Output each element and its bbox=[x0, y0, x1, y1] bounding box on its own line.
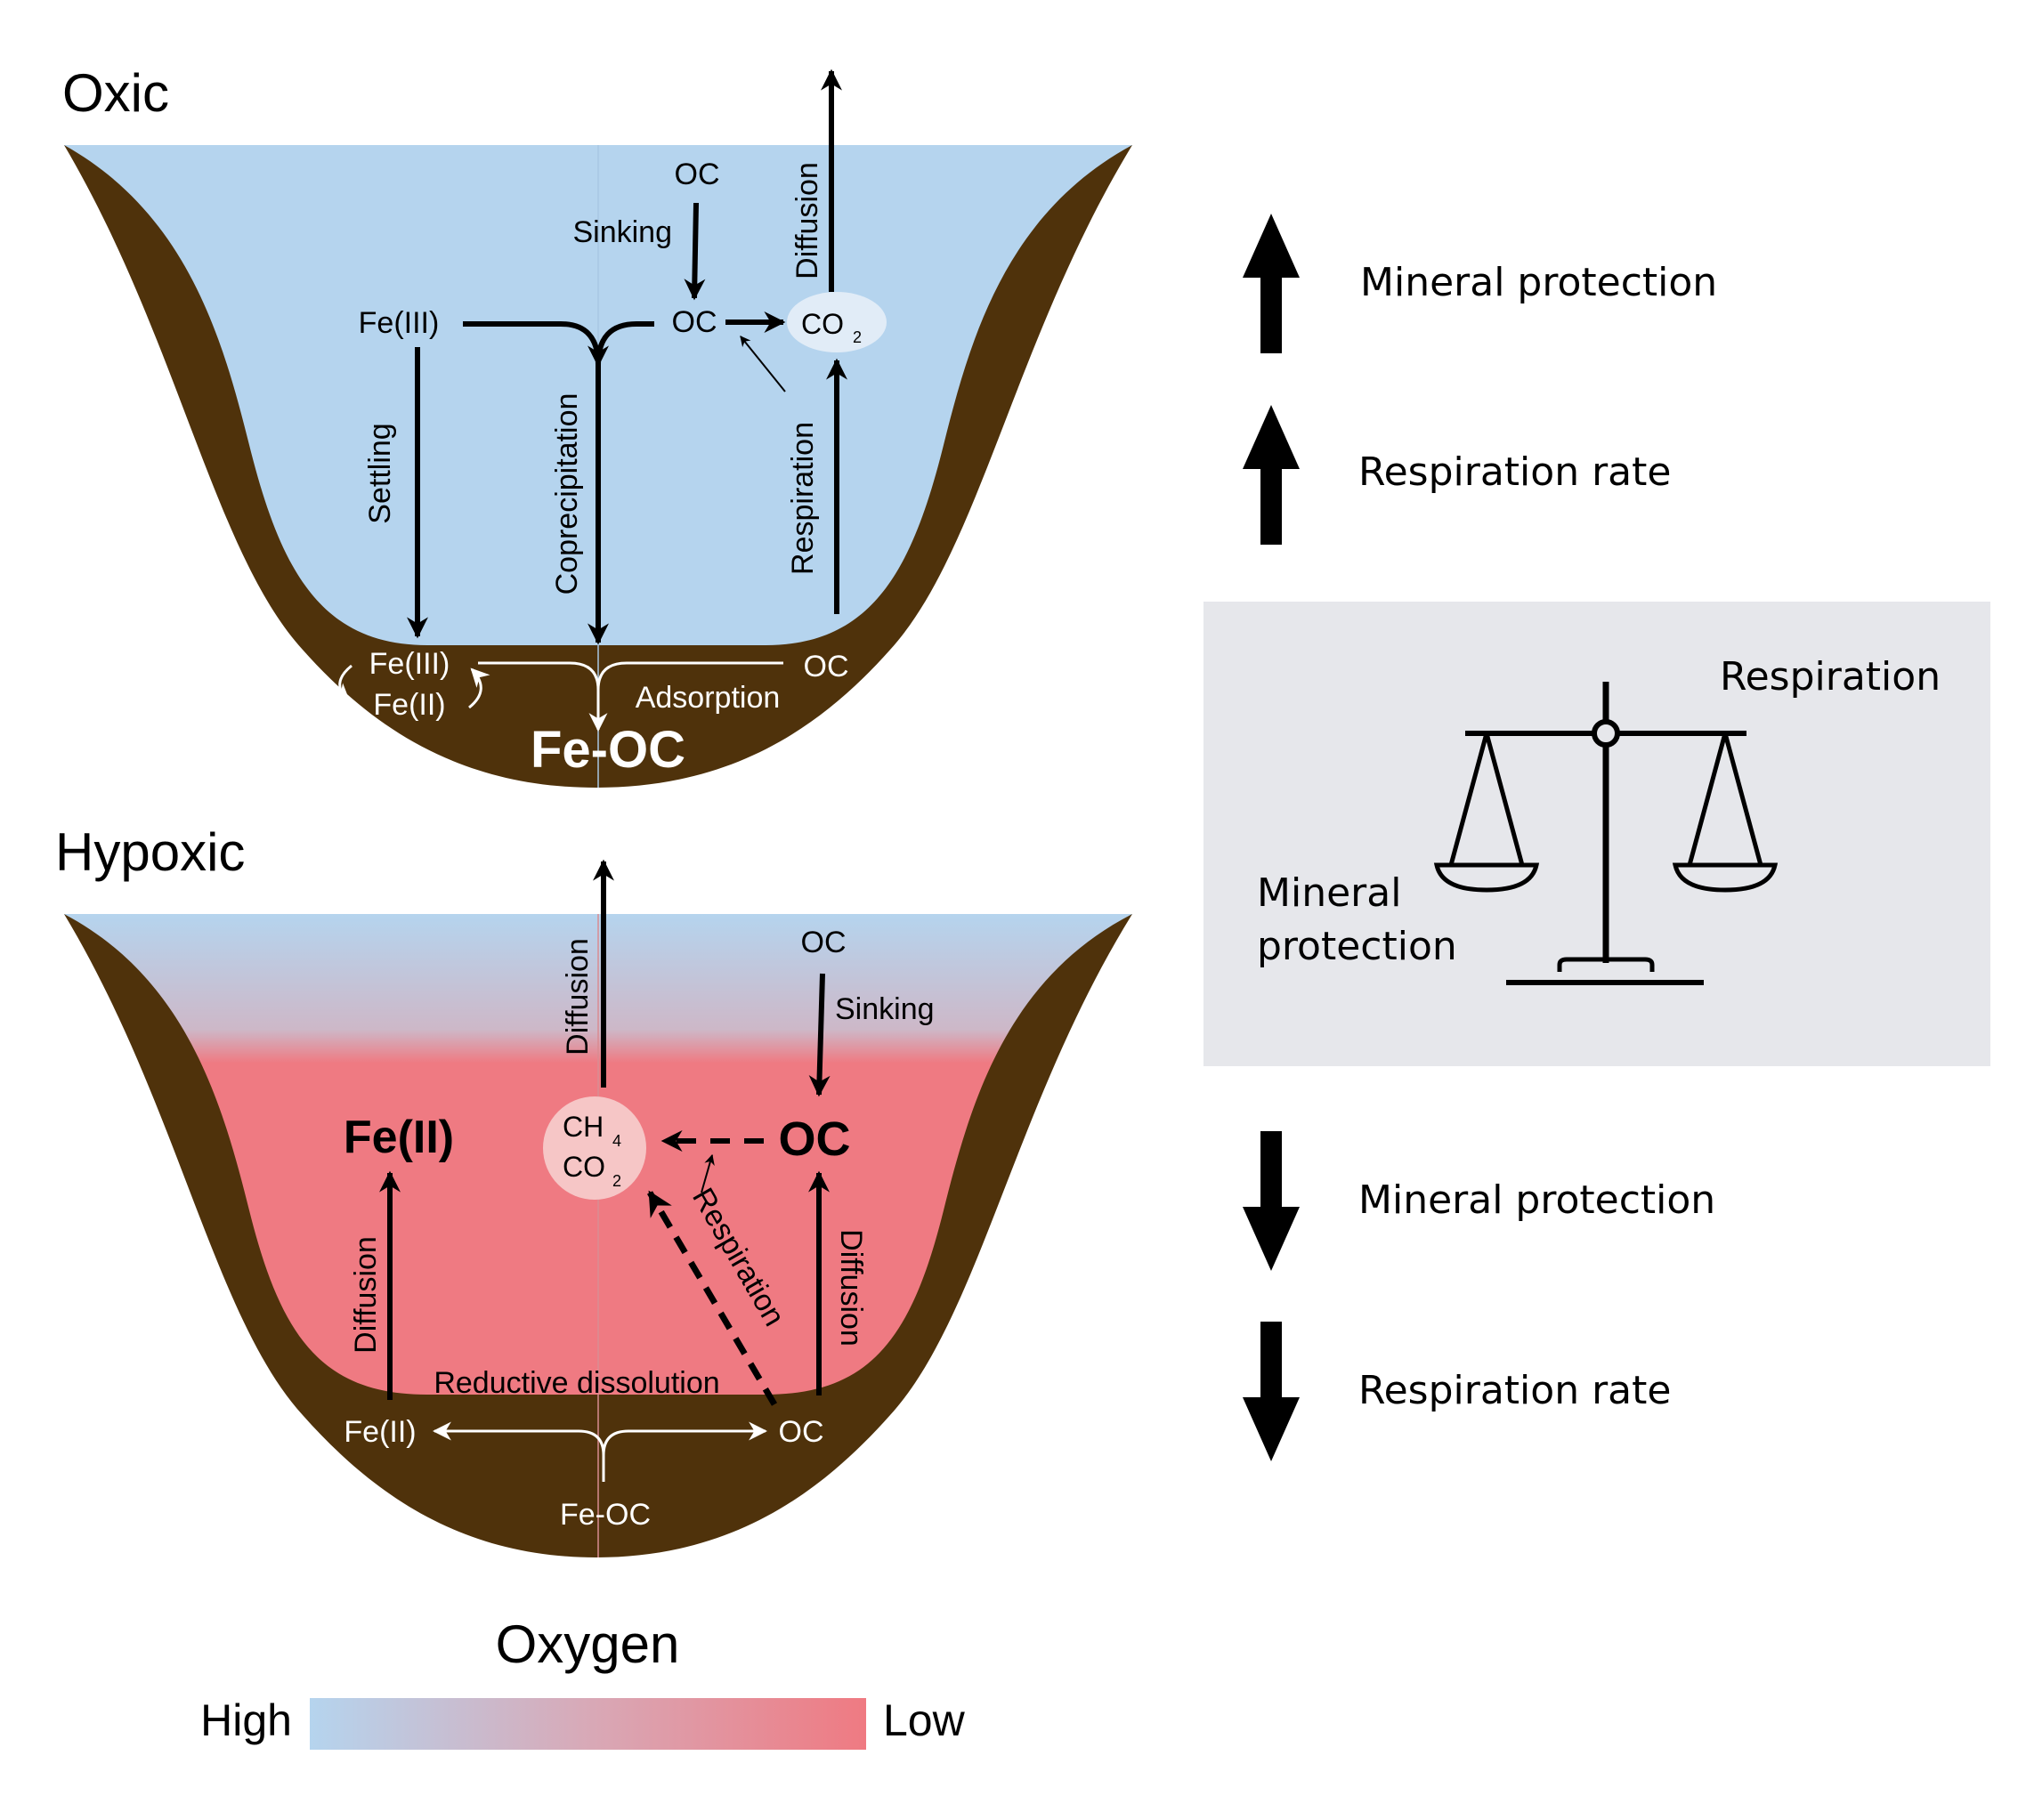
right-item-4: Respiration rate bbox=[1358, 1368, 1671, 1413]
hypoxic-oc-bottom: OC bbox=[779, 1415, 824, 1449]
hypoxic-feii-bottom: Fe(II) bbox=[344, 1415, 416, 1449]
oxic-thin-arrow bbox=[740, 336, 786, 392]
hypoxic-title: Hypoxic bbox=[55, 822, 245, 882]
oxic-fe-cycle-right bbox=[468, 667, 490, 709]
oxic-sinking-label: Sinking bbox=[572, 215, 672, 249]
hypoxic-ch4-co2-bubble bbox=[543, 1096, 646, 1200]
oxic-feii-bottom: Fe(II) bbox=[373, 688, 445, 722]
legend-gradient-bar bbox=[310, 1698, 866, 1750]
hypoxic-sinking-label: Sinking bbox=[835, 992, 935, 1026]
hypoxic-co2-sub: 2 bbox=[612, 1172, 621, 1190]
oxic-sinking-arrow bbox=[684, 202, 706, 301]
hypoxic-feoc: Fe-OC bbox=[560, 1498, 651, 1532]
oxic-coprecipitation-merge bbox=[463, 321, 654, 643]
oxygen-legend: Oxygen High Low bbox=[200, 1614, 966, 1750]
oxic-feiii-top: Fe(III) bbox=[359, 306, 440, 340]
mineral-protection-down-arrow bbox=[1243, 1131, 1300, 1271]
right-item-2: Respiration rate bbox=[1358, 449, 1671, 495]
right-item-3: Mineral protection bbox=[1358, 1177, 1715, 1223]
hypoxic-branch-lines-right bbox=[602, 1421, 768, 1456]
balance-box bbox=[1203, 602, 1990, 1066]
hypoxic-feii-big: Fe(II) bbox=[344, 1112, 454, 1163]
hypoxic-respiration-arrow bbox=[646, 1190, 778, 1406]
oxic-oc-top: OC bbox=[675, 158, 720, 191]
hypoxic-thin-arrow bbox=[701, 1153, 715, 1193]
balance-scale-icon bbox=[1433, 682, 1779, 985]
oxic-adsorption-merge bbox=[478, 661, 783, 730]
right-panel: Mineral protection Respiration rate Resp… bbox=[1203, 214, 1990, 1461]
oxic-coprecipitation-label: Coprecipitation bbox=[550, 393, 584, 595]
hypoxic-reductive-label: Reductive dissolution bbox=[434, 1366, 719, 1400]
hypoxic-co2: CO bbox=[563, 1151, 605, 1183]
hypoxic-panel: Hypoxic Diffusion OC Sinking Fe(II) CH 4… bbox=[55, 822, 1132, 1557]
balance-mineral-label-2: protection bbox=[1257, 924, 1457, 969]
hypoxic-diffusion-right-label: Diffusion bbox=[834, 1229, 868, 1347]
oxic-feiii-bottom: Fe(III) bbox=[369, 647, 450, 681]
mineral-protection-up-arrow bbox=[1243, 214, 1300, 353]
legend-high: High bbox=[200, 1695, 292, 1745]
respiration-rate-down-arrow bbox=[1243, 1322, 1300, 1461]
oxic-co2-sub: 2 bbox=[853, 328, 862, 346]
hypoxic-oc-top: OC bbox=[801, 926, 847, 959]
hypoxic-oc-big: OC bbox=[779, 1112, 851, 1166]
hypoxic-diffusion-left-label: Diffusion bbox=[349, 1236, 383, 1354]
balance-respiration-label: Respiration bbox=[1720, 654, 1941, 700]
oxic-title: Oxic bbox=[62, 63, 169, 123]
hypoxic-ch4: CH bbox=[563, 1111, 604, 1143]
right-item-1: Mineral protection bbox=[1360, 260, 1717, 305]
oxic-settling-label: Settling bbox=[363, 423, 397, 523]
balance-mineral-label-1: Mineral bbox=[1257, 870, 1401, 916]
respiration-rate-up-arrow bbox=[1243, 405, 1300, 545]
legend-title: Oxygen bbox=[496, 1614, 680, 1674]
hypoxic-ch4-sub: 4 bbox=[612, 1132, 621, 1150]
hypoxic-diffusion-top-label: Diffusion bbox=[561, 938, 595, 1056]
oxic-adsorption-label: Adsorption bbox=[636, 681, 781, 715]
oxic-co2: CO bbox=[801, 308, 844, 340]
oxic-panel: Oxic OC Sinking Fe(III) OC CO 2 Diffusio… bbox=[62, 63, 1132, 788]
legend-low: Low bbox=[883, 1695, 966, 1745]
oxic-feoc: Fe-OC bbox=[531, 721, 685, 779]
oxic-oc-mid: OC bbox=[672, 305, 717, 339]
hypoxic-sinking-arrow bbox=[808, 973, 831, 1097]
oxic-co2-bubble bbox=[787, 292, 887, 352]
oxic-fe-cycle-left bbox=[329, 664, 353, 703]
oxic-respiration-label: Respiration bbox=[786, 422, 820, 575]
oxic-oc-bottom: OC bbox=[804, 650, 849, 684]
oxic-diffusion-label: Diffusion bbox=[790, 162, 824, 279]
